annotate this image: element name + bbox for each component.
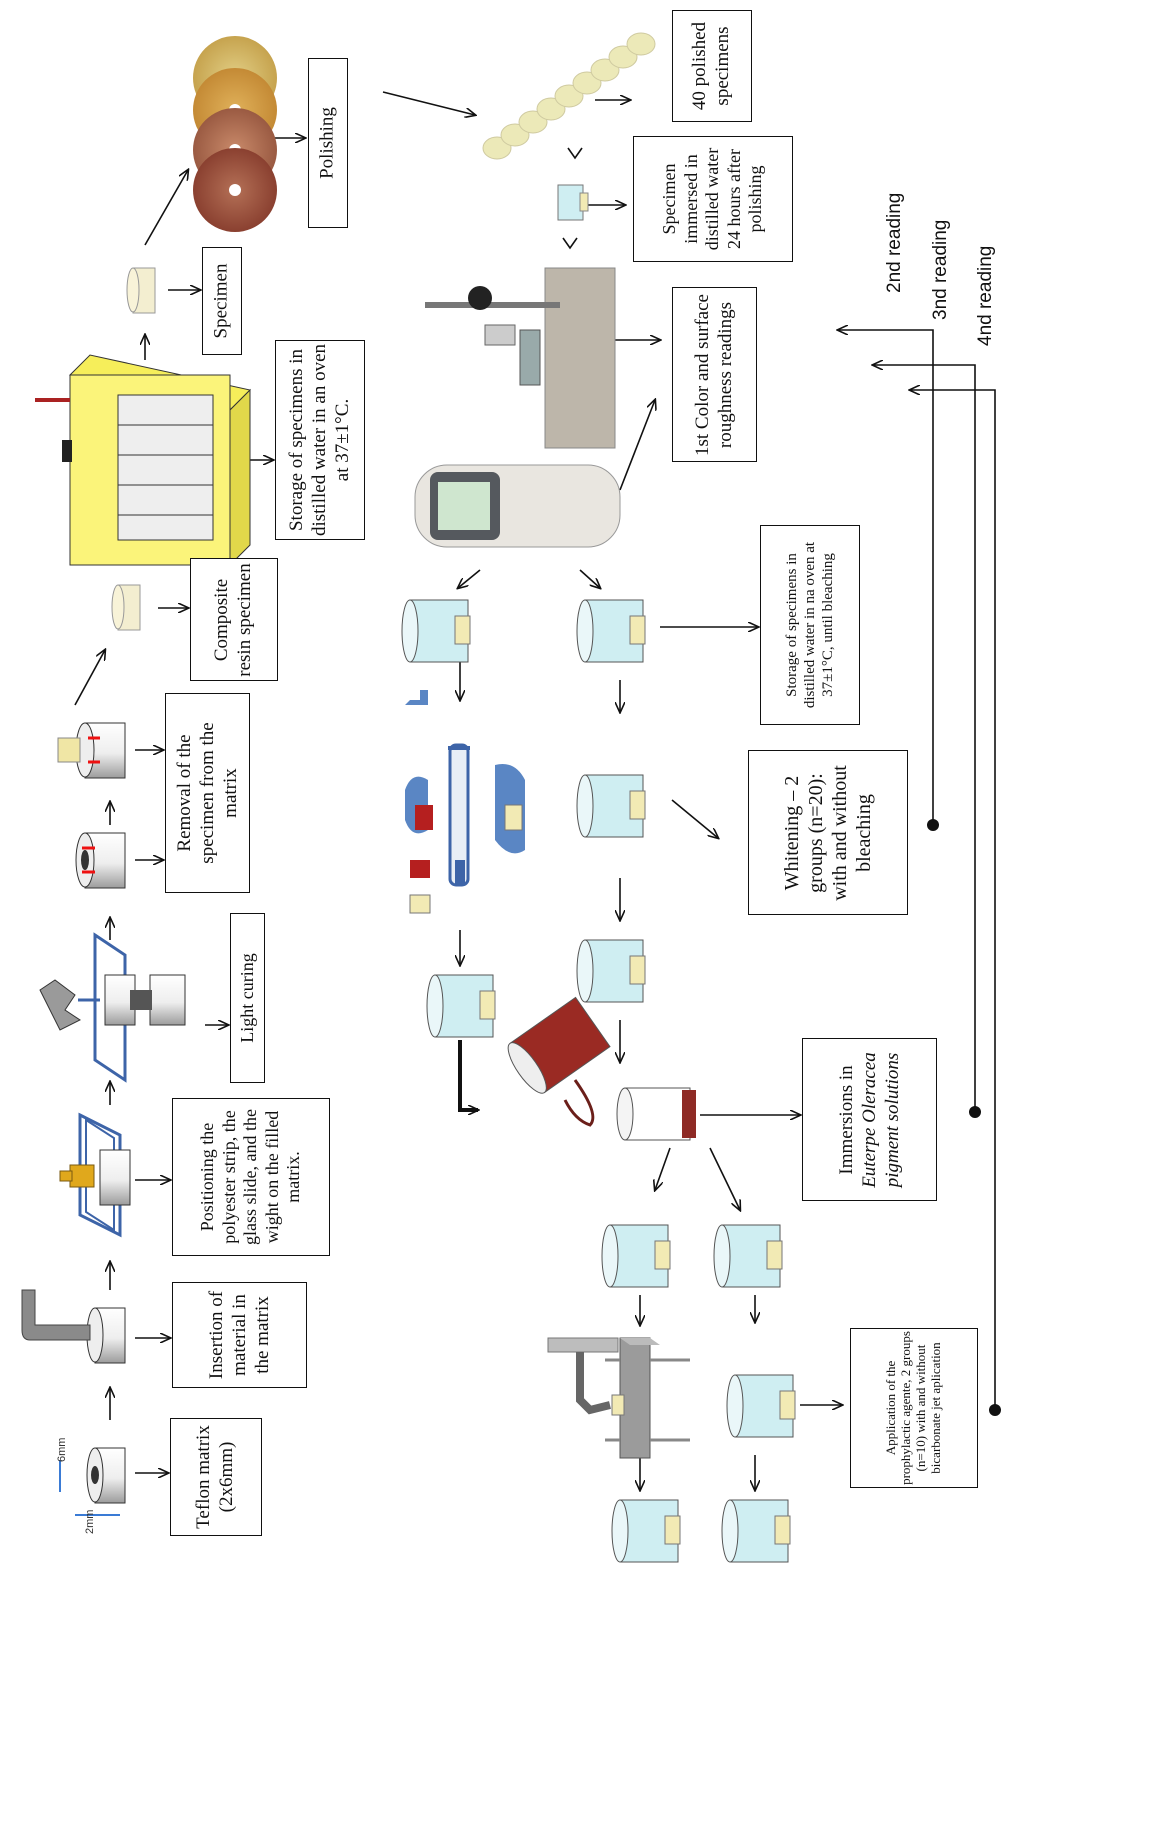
removal-illustration — [58, 723, 125, 888]
positioning-label: Positioning the polyester strip, the gla… — [197, 1101, 305, 1253]
specimen-label: Specimen — [211, 249, 234, 353]
profilometer-illustration — [425, 268, 615, 448]
polishing-label: Polishing — [317, 61, 340, 226]
immersions-box: Immersions in Euterpe Oleracea pigment s… — [802, 1038, 937, 1201]
spectrophotometer-illustration — [415, 465, 620, 547]
specimen-illustration — [127, 268, 155, 313]
whitening-box: Whitening – 2 groups (n=20): with and wi… — [748, 750, 908, 915]
light-curing-label: Light curing — [237, 916, 259, 1081]
second-reading-label: 2nd reading — [884, 193, 906, 293]
immersions-label-species: Euterpe Oleracea pigment solutions — [858, 1052, 902, 1188]
pigment-can-illustration — [502, 997, 696, 1140]
insertion-illustration — [22, 1290, 125, 1363]
dimension-6mm: 6mm — [56, 1438, 68, 1462]
teflon-matrix-illustration — [60, 1448, 125, 1515]
light-curing-box: Light curing — [230, 913, 265, 1083]
polished-specimens-box: 40 polished specimens — [672, 10, 752, 122]
small-beaker-illustration — [558, 185, 588, 220]
first-reading-label: 1st Color and surface roughness readings — [692, 290, 738, 460]
prophylaxis-device-illustration — [548, 1338, 690, 1458]
immersions-label-prefix: Immersions in — [835, 1065, 856, 1174]
fourth-reading-label: 4nd reading — [975, 246, 997, 346]
reading-dots — [927, 819, 1001, 1416]
light-curing-illustration — [40, 935, 185, 1080]
whitening-label: Whitening – 2 groups (n=20): with and wi… — [780, 753, 876, 913]
removal-box: Removal of the specimen from the matrix — [165, 693, 250, 893]
polished-specimens-label: 40 polished specimens — [689, 12, 735, 120]
teflon-matrix-label: Teflon matrix (2x6mm) — [193, 1422, 239, 1532]
storage-oven-box: Storage of specimens in distilled water … — [275, 340, 365, 540]
bleaching-trays-illustration — [405, 690, 525, 913]
application-label: Application of the prophylactic agente, … — [884, 1331, 944, 1486]
composite-box: Composite resin specimen — [190, 558, 278, 681]
specimen-box: Specimen — [202, 247, 242, 355]
insertion-label: Insertion of material in the matrix — [205, 1285, 273, 1385]
insertion-box: Insertion of material in the matrix — [172, 1282, 307, 1388]
first-reading-box: 1st Color and surface roughness readings — [672, 287, 757, 462]
immersed-label: Specimen immersed in distilled water 24 … — [659, 138, 767, 260]
third-reading-label: 3nd reading — [930, 220, 952, 320]
positioning-box: Positioning the polyester strip, the gla… — [172, 1098, 330, 1256]
removal-label: Removal of the specimen from the matrix — [173, 698, 241, 888]
immersed-box: Specimen immersed in distilled water 24 … — [633, 136, 793, 262]
polishing-discs-illustration — [193, 36, 277, 232]
storage-oven-label: Storage of specimens in distilled water … — [286, 343, 354, 538]
polishing-box: Polishing — [308, 58, 348, 228]
storage-bleaching-label: Storage of specimens in distilled water … — [783, 528, 837, 723]
application-box: Application of the prophylactic agente, … — [850, 1328, 978, 1488]
storage-bleaching-box: Storage of specimens in distilled water … — [760, 525, 860, 725]
teflon-matrix-box: Teflon matrix (2x6mm) — [170, 1418, 262, 1536]
composite-label: Composite resin specimen — [211, 561, 257, 679]
oven-illustration — [35, 355, 250, 565]
polished-specimens-illustration — [483, 33, 655, 159]
composite-specimen-illustration — [112, 585, 140, 630]
dimension-2mm: 2mm — [84, 1510, 96, 1534]
positioning-illustration — [60, 1115, 130, 1235]
immersions-label: Immersions in Euterpe Oleracea pigment s… — [835, 1041, 903, 1199]
